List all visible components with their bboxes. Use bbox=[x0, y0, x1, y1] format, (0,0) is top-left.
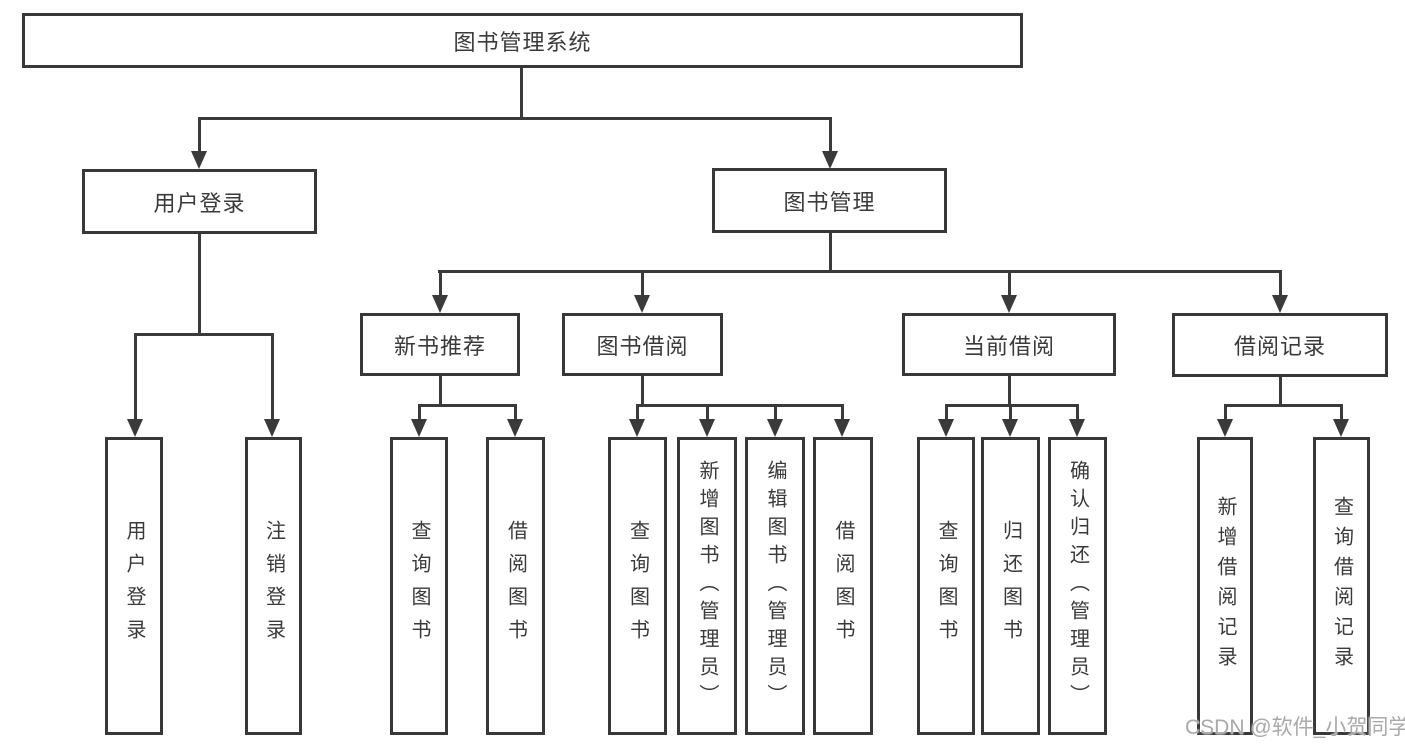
leaf-confirm-return-admin: 确认归还（管理员） bbox=[1048, 437, 1107, 735]
node-label: 借阅记录 bbox=[1233, 334, 1326, 359]
node-label: 图书借阅 bbox=[596, 333, 689, 359]
connector-line bbox=[1008, 270, 1011, 297]
connector-line bbox=[774, 404, 777, 421]
connector-line bbox=[514, 404, 517, 421]
arrow-down-icon bbox=[432, 295, 448, 313]
connector-line bbox=[438, 270, 1281, 273]
leaf-edit-books-admin: 编辑图书（管理员） bbox=[745, 437, 805, 735]
node-label: 图书管理 bbox=[783, 189, 876, 215]
arrow-down-icon bbox=[629, 419, 645, 437]
connector-line bbox=[636, 404, 844, 407]
node-label: 查询借阅记录 bbox=[1330, 496, 1353, 676]
arrow-down-icon bbox=[834, 419, 850, 437]
node-root-library-system: 图书管理系统 bbox=[22, 13, 1023, 68]
leaf-borrow-books: 借阅图书 bbox=[813, 437, 873, 735]
arrow-down-icon bbox=[1001, 295, 1017, 313]
connector-line bbox=[198, 117, 201, 152]
arrow-down-icon bbox=[127, 419, 143, 437]
node-label: 归还图书 bbox=[999, 520, 1022, 652]
connector-line bbox=[439, 376, 442, 407]
connector-line bbox=[641, 270, 644, 297]
connector-line bbox=[641, 376, 644, 407]
connector-line bbox=[520, 68, 523, 118]
connector-line bbox=[1340, 404, 1343, 421]
connector-line bbox=[841, 404, 844, 421]
arrow-down-icon bbox=[699, 419, 715, 437]
connector-line bbox=[636, 404, 639, 421]
node-current-borrow: 当前借阅 bbox=[902, 313, 1116, 376]
connector-line bbox=[134, 333, 137, 421]
arrow-down-icon bbox=[1333, 419, 1349, 437]
connector-line bbox=[1279, 377, 1282, 407]
connector-line bbox=[1076, 404, 1079, 421]
connector-line bbox=[134, 333, 274, 336]
leaf-add-borrow-record: 新增借阅记录 bbox=[1197, 437, 1253, 735]
connector-line bbox=[198, 117, 832, 120]
node-label: 新增借阅记录 bbox=[1214, 496, 1236, 676]
node-label: 图书管理系统 bbox=[453, 29, 592, 55]
connector-line bbox=[418, 404, 421, 421]
leaf-query-books-borrow: 查询图书 bbox=[608, 437, 667, 735]
arrow-down-icon bbox=[411, 419, 427, 437]
connector-line bbox=[945, 404, 948, 421]
node-label: 注销登录 bbox=[262, 520, 285, 652]
leaf-logout: 注销登录 bbox=[245, 437, 302, 735]
arrow-down-icon bbox=[634, 295, 650, 313]
leaf-user-login: 用户登录 bbox=[105, 437, 163, 735]
leaf-query-borrow-record: 查询借阅记录 bbox=[1313, 437, 1370, 735]
arrow-down-icon bbox=[191, 151, 207, 169]
arrow-down-icon bbox=[1272, 295, 1288, 313]
leaf-query-books-recommend: 查询图书 bbox=[390, 437, 448, 735]
connector-line bbox=[1224, 404, 1343, 407]
node-label: 确认归还（管理员） bbox=[1066, 460, 1089, 712]
node-label: 当前借阅 bbox=[962, 333, 1055, 359]
connector-line bbox=[829, 117, 832, 152]
arrow-down-icon bbox=[767, 419, 783, 437]
node-label: 借阅图书 bbox=[504, 520, 527, 652]
arrow-down-icon bbox=[264, 419, 280, 437]
node-label: 查询图书 bbox=[935, 520, 957, 652]
connector-line bbox=[1008, 376, 1011, 407]
node-label: 编辑图书（管理员） bbox=[764, 460, 786, 712]
node-label: 新增图书（管理员） bbox=[696, 460, 718, 712]
arrow-down-icon bbox=[938, 419, 954, 437]
connector-line bbox=[1009, 404, 1012, 421]
node-new-book-recommend: 新书推荐 bbox=[360, 313, 520, 376]
node-label: 查询图书 bbox=[408, 520, 430, 652]
arrow-down-icon bbox=[507, 419, 523, 437]
node-borrow-records: 借阅记录 bbox=[1172, 313, 1388, 377]
connector-line bbox=[198, 234, 201, 334]
node-book-management: 图书管理 bbox=[712, 168, 947, 233]
arrow-down-icon bbox=[822, 151, 838, 169]
node-label: 新书推荐 bbox=[393, 333, 486, 359]
connector-line bbox=[1279, 270, 1282, 297]
node-book-borrow: 图书借阅 bbox=[562, 313, 723, 376]
leaf-add-books-admin: 新增图书（管理员） bbox=[677, 437, 737, 735]
node-label: 用户登录 bbox=[153, 190, 246, 216]
arrow-down-icon bbox=[1002, 419, 1018, 437]
node-user-login-branch: 用户登录 bbox=[82, 169, 317, 234]
connector-line bbox=[439, 270, 442, 297]
leaf-return-books: 归还图书 bbox=[981, 437, 1040, 735]
connector-line bbox=[418, 404, 517, 407]
connector-line bbox=[706, 404, 709, 421]
connector-line bbox=[945, 404, 1079, 407]
leaf-borrow-books-recommend: 借阅图书 bbox=[486, 437, 545, 735]
arrow-down-icon bbox=[1217, 419, 1233, 437]
node-label: 查询图书 bbox=[626, 520, 649, 652]
connector-line bbox=[1224, 404, 1227, 421]
connector-line bbox=[271, 333, 274, 421]
leaf-query-books-current: 查询图书 bbox=[917, 437, 975, 735]
connector-line bbox=[829, 233, 832, 273]
arrow-down-icon bbox=[1069, 419, 1085, 437]
node-label: 借阅图书 bbox=[832, 520, 854, 652]
csdn-watermark: CSDN @软件_小贺同学 bbox=[1185, 716, 1405, 739]
node-label: 用户登录 bbox=[123, 520, 145, 652]
